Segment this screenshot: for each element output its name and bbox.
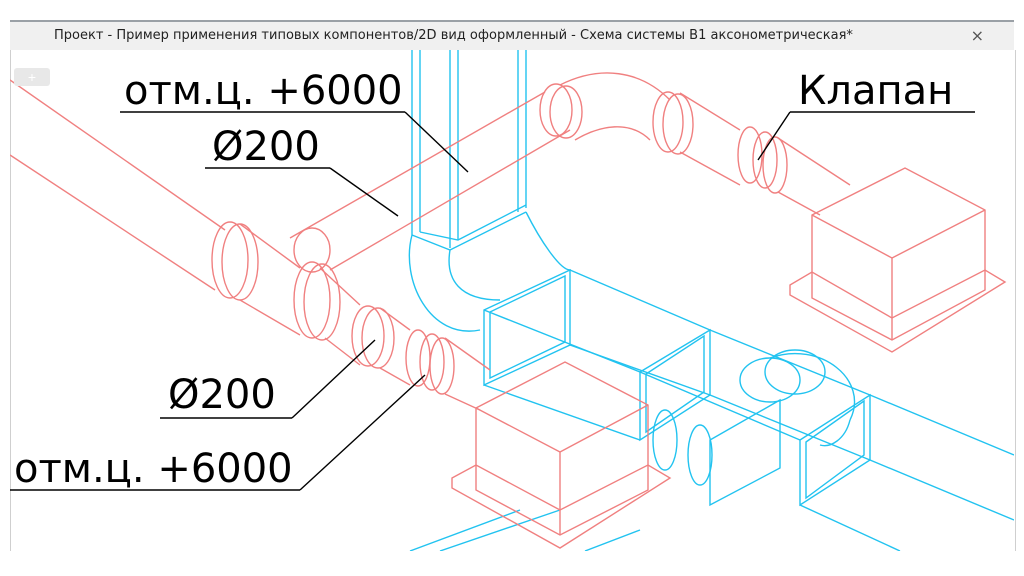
elevation-bottom-label: отм.ц. +6000 [14,446,293,492]
diameter-bottom-label: Ø200 [168,372,276,418]
document-tab[interactable]: Проект - Пример применения типовых компо… [10,20,1014,50]
leader-lines [10,111,975,491]
close-icon[interactable]: × [970,26,984,45]
round-duct [10,72,1007,549]
bottom-margin [0,551,1024,576]
document-title: Проект - Пример применения типовых компо… [54,28,853,43]
valve-label: Клапан [798,68,953,114]
rectangular-duct [408,50,1014,551]
diameter-top-label: Ø200 [212,124,320,170]
elevation-top-label: отм.ц. +6000 [124,68,403,114]
plus-icon[interactable]: + [14,68,50,86]
